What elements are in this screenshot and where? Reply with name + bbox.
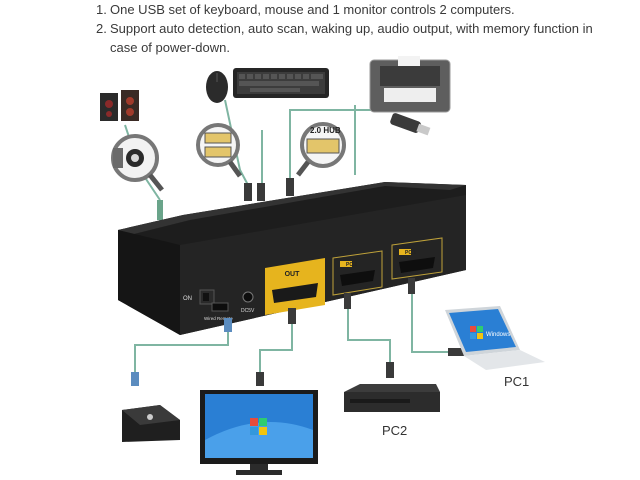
usb-port-magnifier-icon: [196, 123, 243, 178]
pc2-cable: [347, 300, 391, 368]
printer-cable: [289, 109, 395, 180]
audio-port-magnifier-icon: [111, 134, 164, 220]
hdmi-out-label: OUT: [285, 271, 301, 278]
pc1-label: PC1: [504, 374, 530, 389]
hdmi-pc2-port: [340, 270, 375, 286]
feature-item-2: 2. Support auto detection, auto scan, wa…: [96, 19, 616, 57]
feature-text: Support auto detection, auto scan, wakin…: [110, 21, 593, 55]
hdmi-out-port: [272, 283, 318, 303]
usb-hub-magnifier-icon: [296, 122, 346, 177]
mouse-icon: [206, 71, 228, 103]
pc2-port-label: PC 2: [346, 262, 357, 268]
remote-cable: [134, 325, 229, 380]
speaker-icon: [100, 90, 139, 121]
on-label: ON: [183, 296, 192, 302]
dc-label: DC5V: [241, 308, 255, 314]
monitor-icon: [200, 390, 318, 475]
hub-label: 2.0 HUB: [310, 126, 341, 135]
wired-remote-icon: [122, 405, 180, 442]
monitor-cable: [259, 320, 293, 380]
hdmi-pc1-port: [399, 257, 435, 273]
pc1-port-label: PC 1: [405, 250, 416, 256]
pc2-label: PC2: [382, 423, 408, 438]
dc-jack: [242, 291, 254, 303]
usb-stick-icon: [390, 113, 431, 136]
cable-plugs: [131, 278, 464, 386]
feature-number: 2.: [96, 21, 107, 36]
mini-pc-icon: [344, 384, 440, 412]
kvm-switch-device: [118, 182, 466, 335]
feature-number: 1.: [96, 2, 107, 17]
laptop-screen-text: Windows: [486, 332, 510, 338]
wired-remote-port: [211, 302, 229, 312]
usb-plug-icon: [244, 178, 294, 201]
pc1-cable: [411, 290, 450, 353]
feature-item-1: 1. One USB set of keyboard, mouse and 1 …: [96, 0, 616, 19]
mouse-cable: [224, 99, 249, 186]
windows-logo-icon: [250, 418, 267, 435]
feature-list: 1. One USB set of keyboard, mouse and 1 …: [96, 0, 616, 57]
keyboard-icon: [233, 68, 329, 98]
feature-text: One USB set of keyboard, mouse and 1 mon…: [110, 2, 515, 17]
printer-icon: [369, 56, 451, 113]
laptop-icon: [445, 306, 545, 370]
wired-remote-label: Wired Remote: [204, 316, 233, 321]
